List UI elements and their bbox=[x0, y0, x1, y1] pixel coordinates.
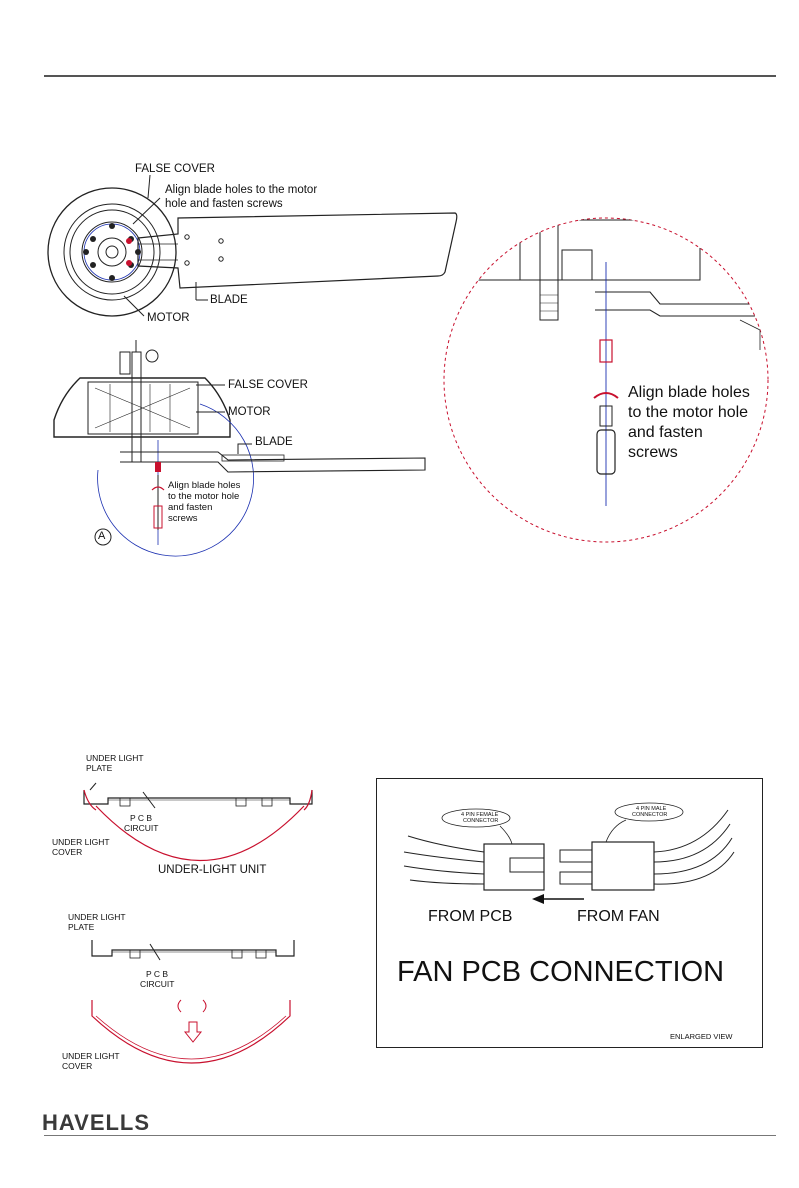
blade-label: BLADE bbox=[210, 294, 248, 306]
align-note-2-line3: and fasten bbox=[168, 502, 213, 513]
cover-label-line2: COVER bbox=[52, 847, 83, 857]
pcb-label-line1: P C B bbox=[130, 813, 153, 823]
blade-label-2: BLADE bbox=[255, 436, 293, 448]
align-note-2-line2: to the motor hole bbox=[168, 491, 240, 502]
pcb-label-2-line2: CIRCUIT bbox=[140, 979, 175, 989]
from-pcb-label: FROM PCB bbox=[428, 908, 513, 925]
motor-label: MOTOR bbox=[147, 312, 190, 324]
cover-label-line1: UNDER LIGHT bbox=[52, 837, 110, 847]
align-note-2: Align blade holes to the motor hole and … bbox=[168, 480, 278, 524]
underlight-caption: UNDER-LIGHT UNIT bbox=[158, 864, 267, 876]
false-cover-label-2: FALSE COVER bbox=[228, 379, 308, 391]
fan-pcb-connection-box bbox=[376, 778, 763, 1048]
align-note-2-line1: Align blade holes bbox=[168, 480, 241, 491]
cover-label-2-line1: UNDER LIGHT bbox=[62, 1051, 120, 1061]
male-connector-label-line1: 4 PIN MALE bbox=[636, 806, 667, 812]
align-note-enlarged-line4: screws bbox=[628, 444, 678, 461]
from-fan-label: FROM FAN bbox=[577, 908, 660, 925]
marker-a: A bbox=[98, 530, 106, 542]
pcb-label-2-line1: P C B bbox=[146, 969, 169, 979]
male-connector-label-line2: CONNECTOR bbox=[632, 812, 668, 818]
female-connector-label-line1: 4 PIN FEMALE bbox=[461, 812, 499, 818]
header-rule bbox=[44, 75, 776, 77]
align-note-line2: hole and fasten screws bbox=[165, 198, 283, 210]
plate-label-line1: UNDER LIGHT bbox=[86, 753, 144, 763]
align-note-2-line4: screws bbox=[168, 513, 198, 524]
plate-label-line2: PLATE bbox=[86, 763, 113, 773]
plate-label-2-line1: UNDER LIGHT bbox=[68, 912, 126, 922]
enlarged-view-label: ENLARGED VIEW bbox=[670, 1032, 733, 1041]
align-note-enlarged-line1: Align blade holes bbox=[628, 384, 750, 401]
align-note-enlarged: Align blade holes to the motor hole and … bbox=[628, 383, 778, 463]
cover-label-2-line2: COVER bbox=[62, 1061, 93, 1071]
motor-label-2: MOTOR bbox=[228, 406, 271, 418]
plate-label-2-line2: PLATE bbox=[68, 922, 95, 932]
false-cover-label: FALSE COVER bbox=[135, 163, 215, 175]
footer-rule bbox=[44, 1135, 776, 1136]
female-connector-label-line2: CONNECTOR bbox=[463, 818, 499, 824]
connection-title: FAN PCB CONNECTION bbox=[397, 956, 725, 988]
pcb-label-line2: CIRCUIT bbox=[124, 823, 159, 833]
align-note-enlarged-line3: and fasten bbox=[628, 424, 703, 441]
align-note-enlarged-line2: to the motor hole bbox=[628, 404, 749, 421]
havells-logo: HAVELLS bbox=[42, 1110, 151, 1135]
align-note-line1: Align blade holes to the motor bbox=[165, 184, 318, 196]
